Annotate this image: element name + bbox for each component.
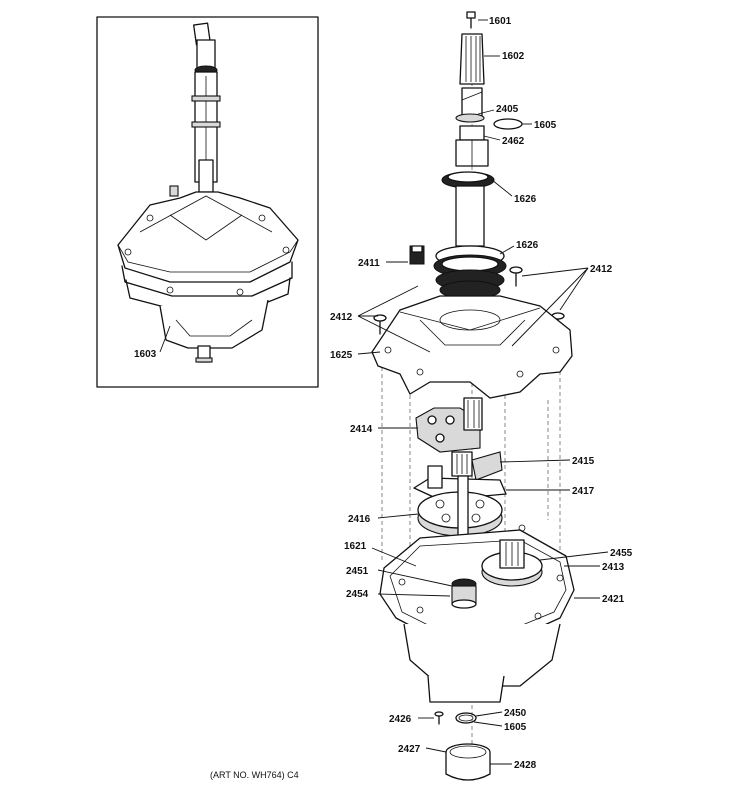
label-2411: 2411	[358, 258, 380, 269]
part-2426-screw	[434, 711, 444, 725]
art-number: (ART NO. WH764) C4	[210, 770, 299, 780]
part-2415-pinion	[451, 451, 503, 481]
part-1626-lower-seal	[433, 245, 507, 300]
label-1601: 1601	[489, 16, 512, 27]
part-1625-housing-cover	[371, 295, 573, 399]
part-2450-ring	[455, 712, 477, 724]
label-2455: 2455	[610, 548, 633, 559]
label-1621: 1621	[344, 541, 367, 552]
label-2414: 2414	[350, 424, 373, 435]
label-2416: 2416	[348, 514, 371, 525]
leader-lines	[159, 19, 609, 765]
part-1602-spline	[459, 33, 485, 85]
label-1626-lower: 1626	[516, 240, 539, 251]
label-2462: 2462	[502, 136, 525, 147]
part-2428-sleeve	[445, 743, 491, 781]
inset-assembled-transmission	[96, 16, 319, 388]
label-2451: 2451	[346, 566, 369, 577]
part-2414-gear	[415, 397, 483, 453]
part-2421-gear-case	[379, 524, 575, 703]
label-2427: 2427	[398, 744, 421, 755]
label-1605-lower: 1605	[504, 722, 527, 733]
label-2428: 2428	[514, 760, 537, 771]
label-2412-right: 2412	[590, 264, 613, 275]
part-labels: 1601 1602 2405 1605 2462 1626 1626 2411 …	[134, 16, 633, 780]
label-2417: 2417	[572, 486, 595, 497]
part-1626-upper-seal	[441, 171, 495, 247]
label-2412-left: 2412	[330, 312, 353, 323]
label-2415: 2415	[572, 456, 595, 467]
part-2411-cap	[409, 245, 425, 265]
label-2426: 2426	[389, 714, 412, 725]
label-1605: 1605	[534, 120, 557, 131]
label-1625: 1625	[330, 350, 353, 361]
label-2421: 2421	[602, 594, 625, 605]
label-2413: 2413	[602, 562, 625, 573]
part-2454-bearing	[451, 578, 477, 609]
part-2455-drive-gear	[481, 539, 543, 587]
part-1601-nut	[466, 11, 476, 29]
label-2450: 2450	[504, 708, 527, 719]
label-2405: 2405	[496, 104, 519, 115]
label-1603: 1603	[134, 349, 157, 360]
label-1626-upper: 1626	[514, 194, 537, 205]
label-2454: 2454	[346, 589, 369, 600]
agitator-shaft	[455, 87, 523, 167]
label-1602: 1602	[502, 51, 525, 62]
